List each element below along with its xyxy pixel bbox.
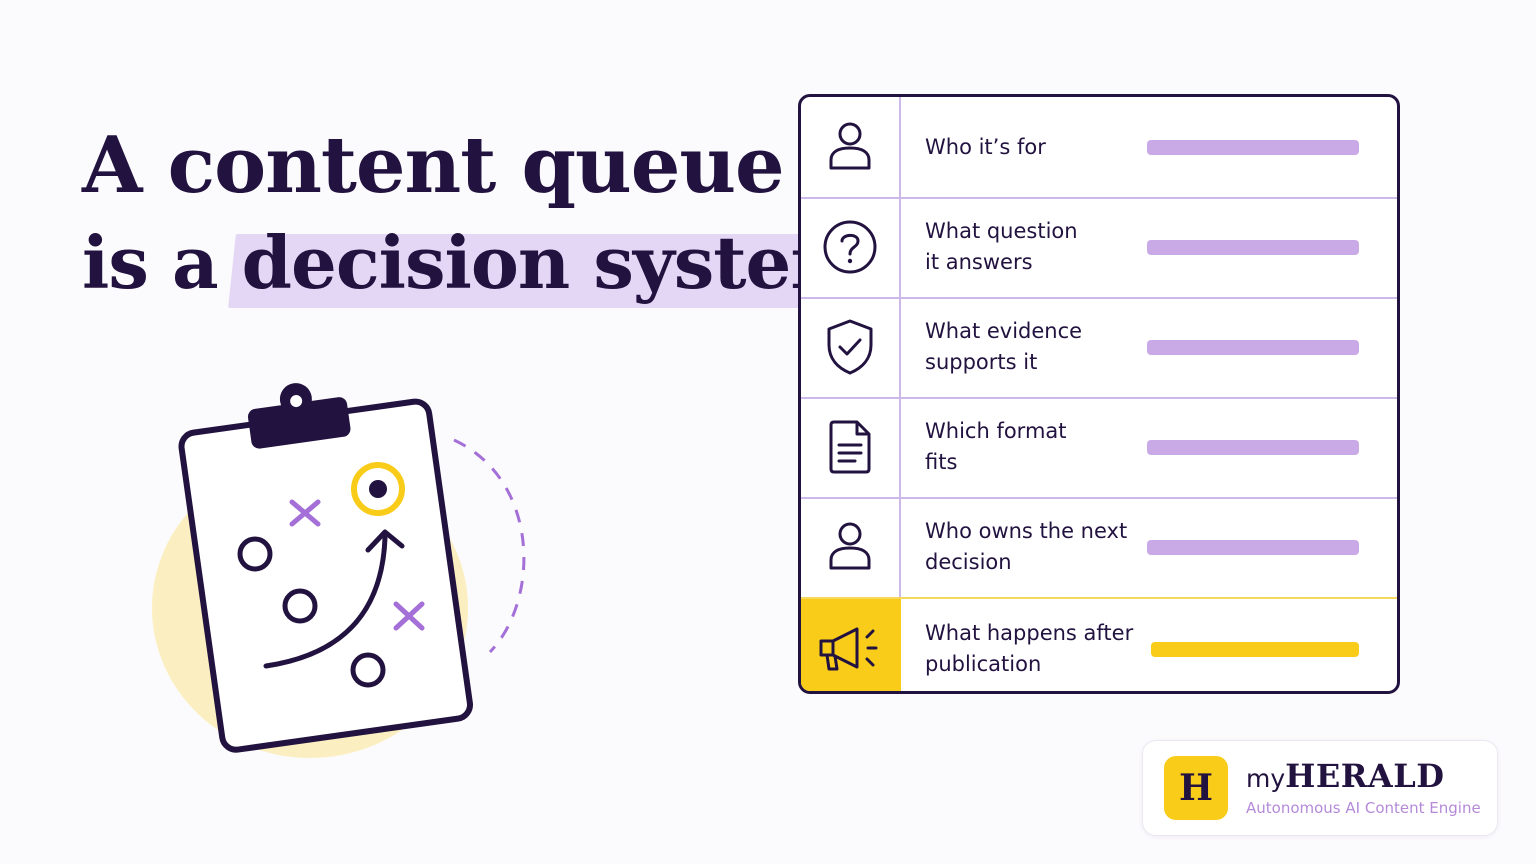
dashed-arc bbox=[453, 438, 526, 654]
cross-mark bbox=[289, 499, 425, 631]
decision-row: Who owns the next decision bbox=[801, 497, 1397, 599]
megaphone-icon bbox=[819, 627, 878, 671]
decision-row: What question it answers bbox=[801, 197, 1397, 299]
play-arrowhead bbox=[365, 529, 405, 553]
placeholder-bar bbox=[1147, 439, 1359, 455]
brand-name-prefix: my bbox=[1246, 764, 1286, 793]
row-icon-cell bbox=[801, 599, 901, 691]
placeholder-bar bbox=[1147, 239, 1359, 255]
headline: A content queue is a decision system bbox=[82, 118, 866, 312]
play-circle bbox=[282, 588, 318, 624]
document-icon bbox=[829, 420, 871, 474]
brand-logo: H bbox=[1164, 756, 1228, 820]
placeholder-bar-highlight bbox=[1151, 641, 1359, 657]
row-icon-cell bbox=[801, 297, 901, 397]
row-icon-cell bbox=[801, 197, 901, 297]
row-label: Who it’s for bbox=[925, 134, 1046, 159]
row-label: What evidence supports it bbox=[925, 319, 1083, 374]
target-icon bbox=[351, 462, 405, 516]
decision-row: Who it’s for bbox=[801, 97, 1397, 199]
brand-name-main: HERALD bbox=[1285, 757, 1445, 795]
placeholder-bar bbox=[1147, 139, 1359, 155]
placeholder-bar bbox=[1147, 539, 1359, 555]
shield-check-icon bbox=[827, 319, 873, 375]
headline-line-2: is a decision system bbox=[82, 214, 866, 312]
decision-row: Which format fits bbox=[801, 397, 1397, 499]
brand-tagline: Autonomous AI Content Engine bbox=[1246, 799, 1481, 817]
brand-card: H myHERALD Autonomous AI Content Engine bbox=[1142, 740, 1498, 836]
question-circle-icon bbox=[823, 220, 877, 274]
decision-table: Who it’s for What question it answers Wh… bbox=[798, 94, 1400, 694]
play-circle bbox=[350, 652, 386, 688]
row-icon-cell bbox=[801, 397, 901, 497]
decision-row-highlighted: What happens after publication bbox=[801, 597, 1397, 691]
person-icon bbox=[829, 122, 871, 170]
person-icon bbox=[829, 522, 871, 570]
play-circle bbox=[237, 536, 273, 572]
headline-highlight: decision system bbox=[242, 214, 867, 312]
play-arrow bbox=[263, 535, 388, 669]
row-label: What happens after publication bbox=[925, 621, 1134, 676]
clipboard-playbook-illustration bbox=[152, 383, 526, 758]
headline-line-1: A content queue bbox=[82, 120, 785, 211]
row-label: Which format fits bbox=[925, 419, 1067, 474]
row-label: What question it answers bbox=[925, 219, 1078, 274]
headline-line-2-prefix: is a bbox=[82, 220, 242, 305]
row-label: Who owns the next decision bbox=[925, 519, 1128, 574]
row-icon-cell bbox=[801, 497, 901, 597]
placeholder-bar bbox=[1147, 339, 1359, 355]
clipboard-icon bbox=[178, 383, 473, 753]
brand-name: myHERALD bbox=[1246, 757, 1444, 795]
row-icon-cell bbox=[801, 97, 901, 197]
decision-row: What evidence supports it bbox=[801, 297, 1397, 399]
